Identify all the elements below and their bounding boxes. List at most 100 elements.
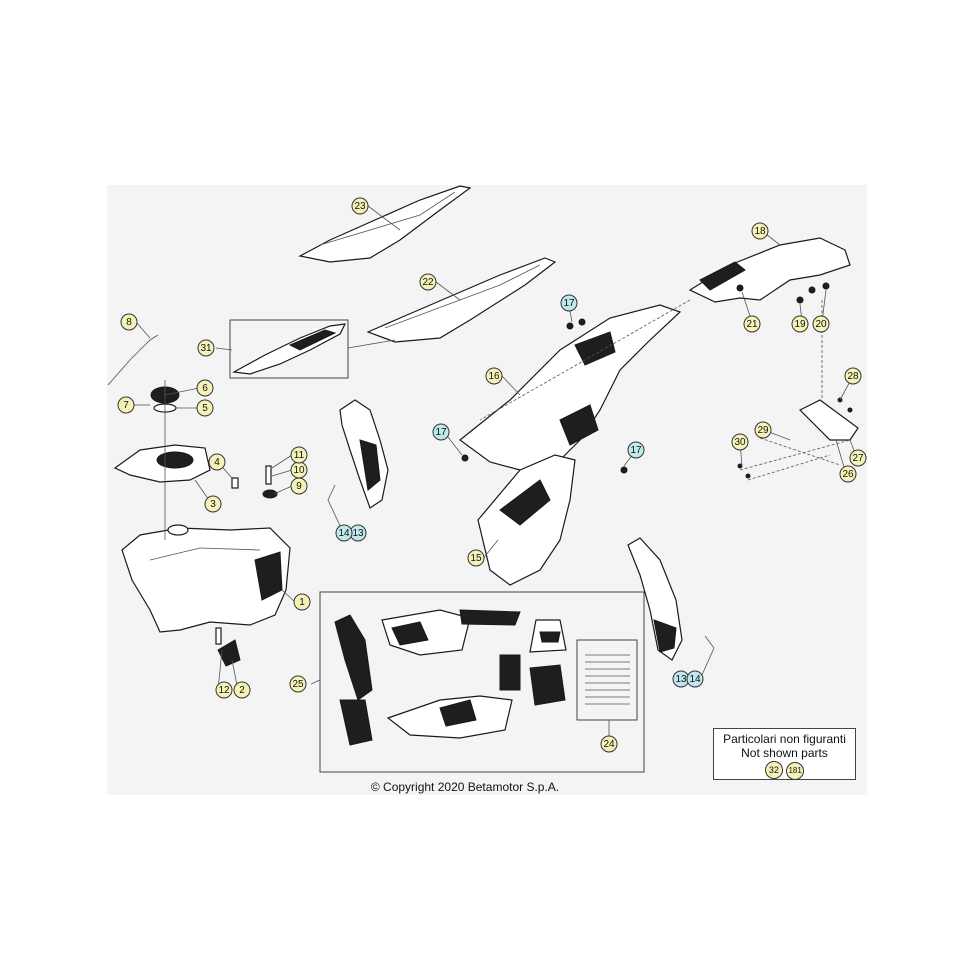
not-shown-parts-box: Particolari non figuranti Not shown part… <box>713 728 856 780</box>
callout-27: 27 <box>849 449 867 467</box>
callout-9: 9 <box>290 477 308 495</box>
callout-number: 28 <box>847 371 859 382</box>
callout-number: 2 <box>239 685 245 696</box>
callout-18: 18 <box>751 222 769 240</box>
callout-19: 19 <box>791 315 809 333</box>
callout-6: 6 <box>196 379 214 397</box>
callout-circle <box>754 421 772 439</box>
callout-number: 26 <box>842 469 854 480</box>
callout-circle <box>215 681 233 699</box>
callout-number: 3 <box>210 499 216 510</box>
callout-circle <box>600 735 618 753</box>
callout-16: 16 <box>485 367 503 385</box>
seat-cover-31 <box>232 323 347 375</box>
not-shown-ref-32: 32 <box>764 761 783 779</box>
callout-circle <box>233 681 251 699</box>
rim-stickers-24 <box>585 654 630 705</box>
callout-7: 7 <box>117 396 135 414</box>
hardware-9-10-11 <box>231 465 278 499</box>
seat-cover-box <box>229 319 349 379</box>
callout-29: 29 <box>754 421 772 439</box>
callout-number: 18 <box>754 226 766 237</box>
callout-circle <box>627 441 645 459</box>
callout-circle <box>686 670 704 688</box>
callout-circle <box>743 315 761 333</box>
not-shown-ref-181: 181 <box>786 762 805 780</box>
rim-sticker-box <box>576 639 638 721</box>
copyright-text: © Copyright 2020 Betamotor S.p.A. <box>370 780 560 794</box>
callout-number: 11 <box>294 450 305 461</box>
seat-22 <box>366 257 557 343</box>
callout-21: 21 <box>743 315 761 333</box>
callout-number: 13 <box>675 674 687 685</box>
callout-number: 10 <box>293 465 305 476</box>
callout-number: 27 <box>852 453 864 464</box>
callout-17: 17 <box>560 294 578 312</box>
decal-kit-box <box>319 591 645 773</box>
callout-circle <box>751 222 769 240</box>
callout-number: 19 <box>794 319 806 330</box>
decal-kit-25 <box>334 609 567 746</box>
callout-number: 4 <box>214 457 220 468</box>
callout-circle <box>293 593 311 611</box>
callout-number: 30 <box>734 437 746 448</box>
callout-circle <box>791 315 809 333</box>
tank-cover-3 <box>113 444 211 483</box>
callout-number: 24 <box>603 739 615 750</box>
breather-hose-8 <box>107 334 159 386</box>
callout-number: 6 <box>202 383 208 394</box>
callout-26: 26 <box>839 465 857 483</box>
not-shown-line-it: Particolari non figuranti <box>723 732 846 746</box>
callout-17: 17 <box>432 423 450 441</box>
callout-22: 22 <box>419 273 437 291</box>
seat-23 <box>298 185 472 263</box>
callout-30: 30 <box>731 433 749 451</box>
callout-15: 15 <box>467 549 485 567</box>
callout-circle <box>117 396 135 414</box>
callout-number: 29 <box>757 425 769 436</box>
callout-number: 14 <box>338 528 350 539</box>
callout-number: 31 <box>200 343 212 354</box>
callout-circle <box>120 313 138 331</box>
rear-fender-18 <box>688 237 851 304</box>
callout-2: 2 <box>233 681 251 699</box>
callout-25: 25 <box>289 675 307 693</box>
radiator-guard-right <box>627 537 683 661</box>
callout-circle <box>731 433 749 451</box>
callout-number: 16 <box>488 371 500 382</box>
side-panel-15 <box>477 454 576 586</box>
callout-circle <box>432 423 450 441</box>
callout-4: 4 <box>208 453 226 471</box>
callout-circle <box>485 367 503 385</box>
callout-number: 21 <box>746 319 758 330</box>
callout-number: 17 <box>563 298 575 309</box>
callout-1: 1 <box>293 593 311 611</box>
side-panel-screws-17 <box>461 318 628 474</box>
callout-number: 17 <box>630 445 642 456</box>
callout-31: 31 <box>197 339 215 357</box>
callout-number: 1 <box>299 597 305 608</box>
callout-number: 5 <box>202 403 208 414</box>
callout-circle <box>196 399 214 417</box>
radiator-guard-left <box>339 399 389 509</box>
callout-14: 14 <box>686 670 704 688</box>
callout-circle <box>197 339 215 357</box>
callout-number: 8 <box>126 317 132 328</box>
callout-number: 12 <box>218 685 230 696</box>
callout-number: 25 <box>292 679 304 690</box>
callout-number: 22 <box>422 277 434 288</box>
fitting-12-2 <box>215 627 241 667</box>
callout-23: 23 <box>351 197 369 215</box>
callout-circle <box>849 449 867 467</box>
callout-24: 24 <box>600 735 618 753</box>
callout-number: 13 <box>352 528 364 539</box>
callout-circle <box>839 465 857 483</box>
callout-number: 20 <box>815 319 827 330</box>
callout-circle <box>335 524 353 542</box>
callout-14: 14 <box>335 524 353 542</box>
callout-20: 20 <box>812 315 830 333</box>
not-shown-line-en: Not shown parts <box>741 746 828 760</box>
callout-number: 23 <box>354 201 366 212</box>
